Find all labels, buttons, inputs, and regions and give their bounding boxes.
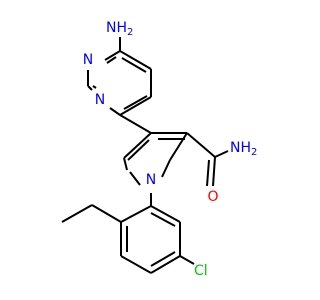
carbonyl-o-label: O: [207, 189, 218, 205]
bond-phenyl-c6-c1: [150, 205, 181, 223]
bond-pyrimidine-c6-c1: [119, 50, 152, 70]
bond-pyrimidine-c4-c5: [119, 96, 152, 116]
amide-nh-text: NH: [230, 140, 251, 156]
bond-pyrrole-n1-c2: [161, 159, 171, 178]
bond-amide-c-o-double: [206, 159, 210, 187]
bond-pyrrole-c2-c1: [169, 132, 188, 161]
atom-label-layer: NH2 N N N NH2 O Cl: [83, 20, 258, 279]
bond-phenyl-c1-c2: [120, 205, 152, 223]
pyrrole-n-label: N: [146, 172, 156, 188]
bond-pyrrole-c3-c4: [123, 132, 152, 159]
pyrimidine-n-bottom-label: N: [95, 92, 105, 108]
bond-pyrimidine-c6-n1: [104, 50, 121, 61]
bond-layer: [61, 37, 229, 274]
bond-ethyl-2: [61, 204, 93, 223]
bond-pyrimidine-pyrrole: [119, 114, 152, 134]
chloro-label: Cl: [194, 263, 208, 279]
bond-pyrimidine-c2-n3-double: [92, 85, 97, 89]
bond-pyrrole-c4-c5: [123, 157, 128, 171]
bond-chloro: [179, 255, 195, 265]
bond-ethyl-1: [91, 204, 122, 223]
bond-amide-c2-c: [186, 132, 216, 158]
bond-phenyl-c6-c1-double: [150, 212, 176, 227]
bond-phenyl-c4-c5: [150, 255, 181, 274]
amine-nh2-label: NH2: [106, 20, 133, 38]
amide-nh2-label: NH2: [230, 140, 257, 158]
bond-pyrrole-c5-n1: [129, 171, 141, 186]
molecule-structure-diagram: NH2 N N N NH2 O Cl: [61, 20, 258, 279]
bond-amide-c-o: [212, 156, 216, 187]
bond-pyrrole-c3-c4-double: [127, 139, 150, 161]
bond-amide-c-n: [214, 150, 229, 158]
bond-pyrimidine-c4-c5-double: [123, 95, 148, 110]
bond-phenyl-c4-c5-double: [150, 251, 176, 267]
amine-subscript: 2: [127, 27, 133, 38]
pyrimidine-n-top-label: N: [83, 52, 93, 68]
bond-pyrimidine-n3-c4: [109, 107, 121, 116]
amide-subscript: 2: [251, 147, 257, 158]
bond-pyrimidine-c2-n3: [87, 85, 93, 91]
bond-pyrimidine-c6-c1-double: [121, 57, 147, 73]
amine-nh-text: NH: [106, 20, 127, 36]
bond-phenyl-c3-c4: [120, 255, 152, 274]
bond-pyrimidine-c6-n1-double: [106, 56, 117, 64]
